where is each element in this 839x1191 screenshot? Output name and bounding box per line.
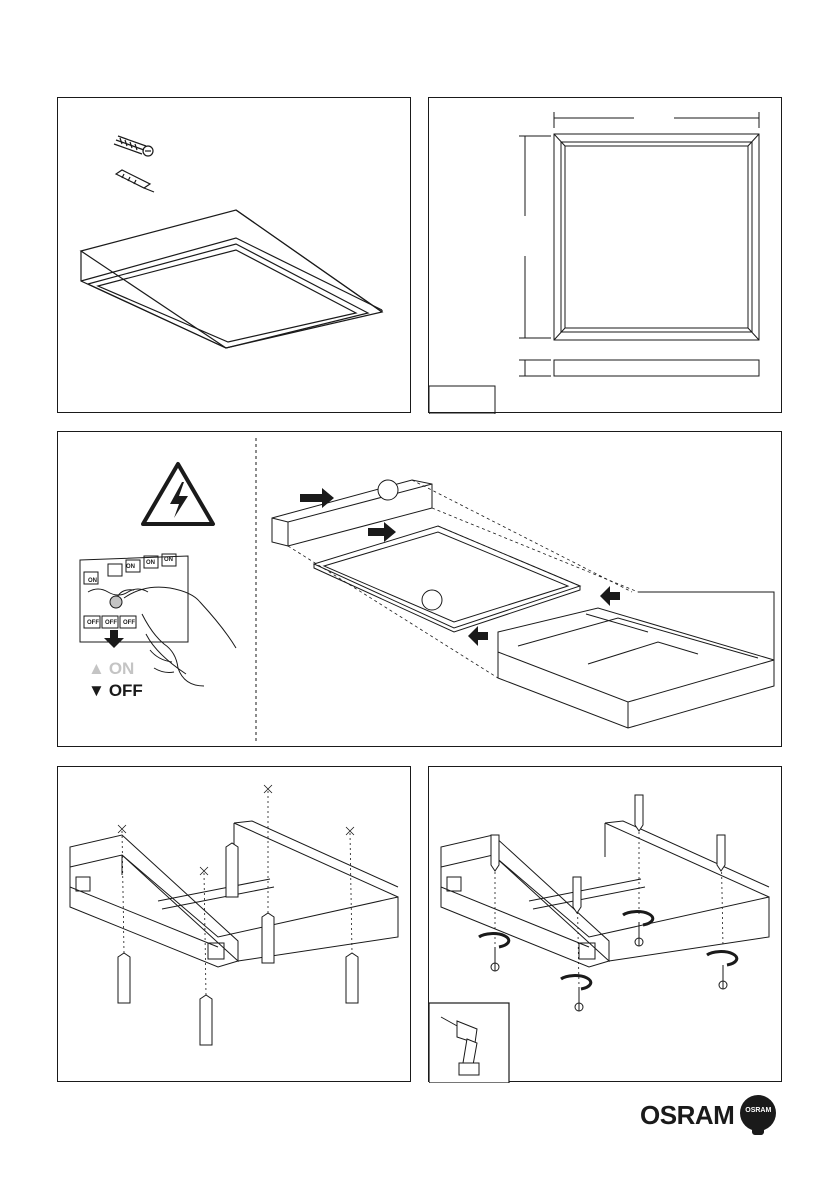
depth-dimension-line	[519, 360, 551, 376]
screwing-panel	[428, 766, 782, 1082]
led-panel	[314, 526, 580, 632]
dimensions-panel	[428, 97, 782, 413]
direction-arrows	[300, 488, 620, 646]
logo-wordmark: OSRAM	[640, 1100, 734, 1131]
luminaire-illustration	[81, 210, 382, 348]
mounting-frame	[498, 592, 774, 728]
arrow-icon	[468, 626, 488, 646]
dimensions-illustration	[429, 98, 783, 414]
screw-icon	[491, 922, 727, 1011]
marking-illustration	[58, 767, 412, 1083]
legend-off-label: OFF	[109, 680, 143, 702]
legend-on-row: ▲ ON	[88, 658, 143, 680]
assembly-panel: ON ON ON ON OFF OFF OFF ▲ ON ▼ OFF	[57, 431, 782, 747]
luminaire-front-view	[554, 134, 759, 340]
rotate-arrow-icon	[479, 912, 737, 989]
switch-label-off-1: OFF	[87, 620, 99, 626]
height-dimension-line	[519, 136, 551, 338]
switch-label-off-3: OFF	[123, 620, 135, 626]
arrow-icon	[600, 586, 620, 606]
wall-plug-icon	[116, 170, 154, 192]
contents-illustration	[58, 98, 412, 414]
drill-inset	[429, 1003, 509, 1083]
arrow-icon	[368, 522, 396, 542]
switch-label-on-4: ON	[164, 557, 173, 563]
legend-off-row: ▼ OFF	[88, 680, 143, 702]
bulb-logo-icon: OSRAM	[740, 1095, 776, 1135]
switch-label-off-2: OFF	[105, 620, 117, 626]
down-arrow-icon	[104, 630, 124, 648]
bulb-logo-text: OSRAM	[740, 1107, 776, 1114]
width-dimension-line	[554, 112, 759, 128]
alignment-dashes	[288, 480, 638, 678]
switch-label-on-2: ON	[126, 564, 135, 570]
high-voltage-warning-icon	[143, 464, 213, 524]
luminaire-housing	[272, 480, 432, 546]
wall-plug-icon	[491, 795, 725, 913]
arrow-icon	[300, 488, 334, 508]
assembly-illustration	[58, 432, 783, 748]
switch-label-on-3: ON	[146, 560, 155, 566]
marking-panel	[57, 766, 411, 1082]
legend-on-label: ON	[109, 658, 135, 680]
down-arrow-icon: ▼	[88, 680, 105, 702]
contents-panel	[57, 97, 411, 413]
bulb-base	[752, 1127, 764, 1135]
screwing-illustration	[429, 767, 783, 1083]
up-arrow-icon: ▲	[88, 658, 105, 680]
screw-icon	[114, 136, 153, 156]
side-profile	[554, 360, 759, 376]
switch-legend: ▲ ON ▼ OFF	[88, 658, 143, 702]
osram-logo: OSRAM OSRAM	[640, 1095, 776, 1135]
corner-label-box	[429, 386, 495, 414]
switch-label-on-1: ON	[88, 578, 97, 584]
